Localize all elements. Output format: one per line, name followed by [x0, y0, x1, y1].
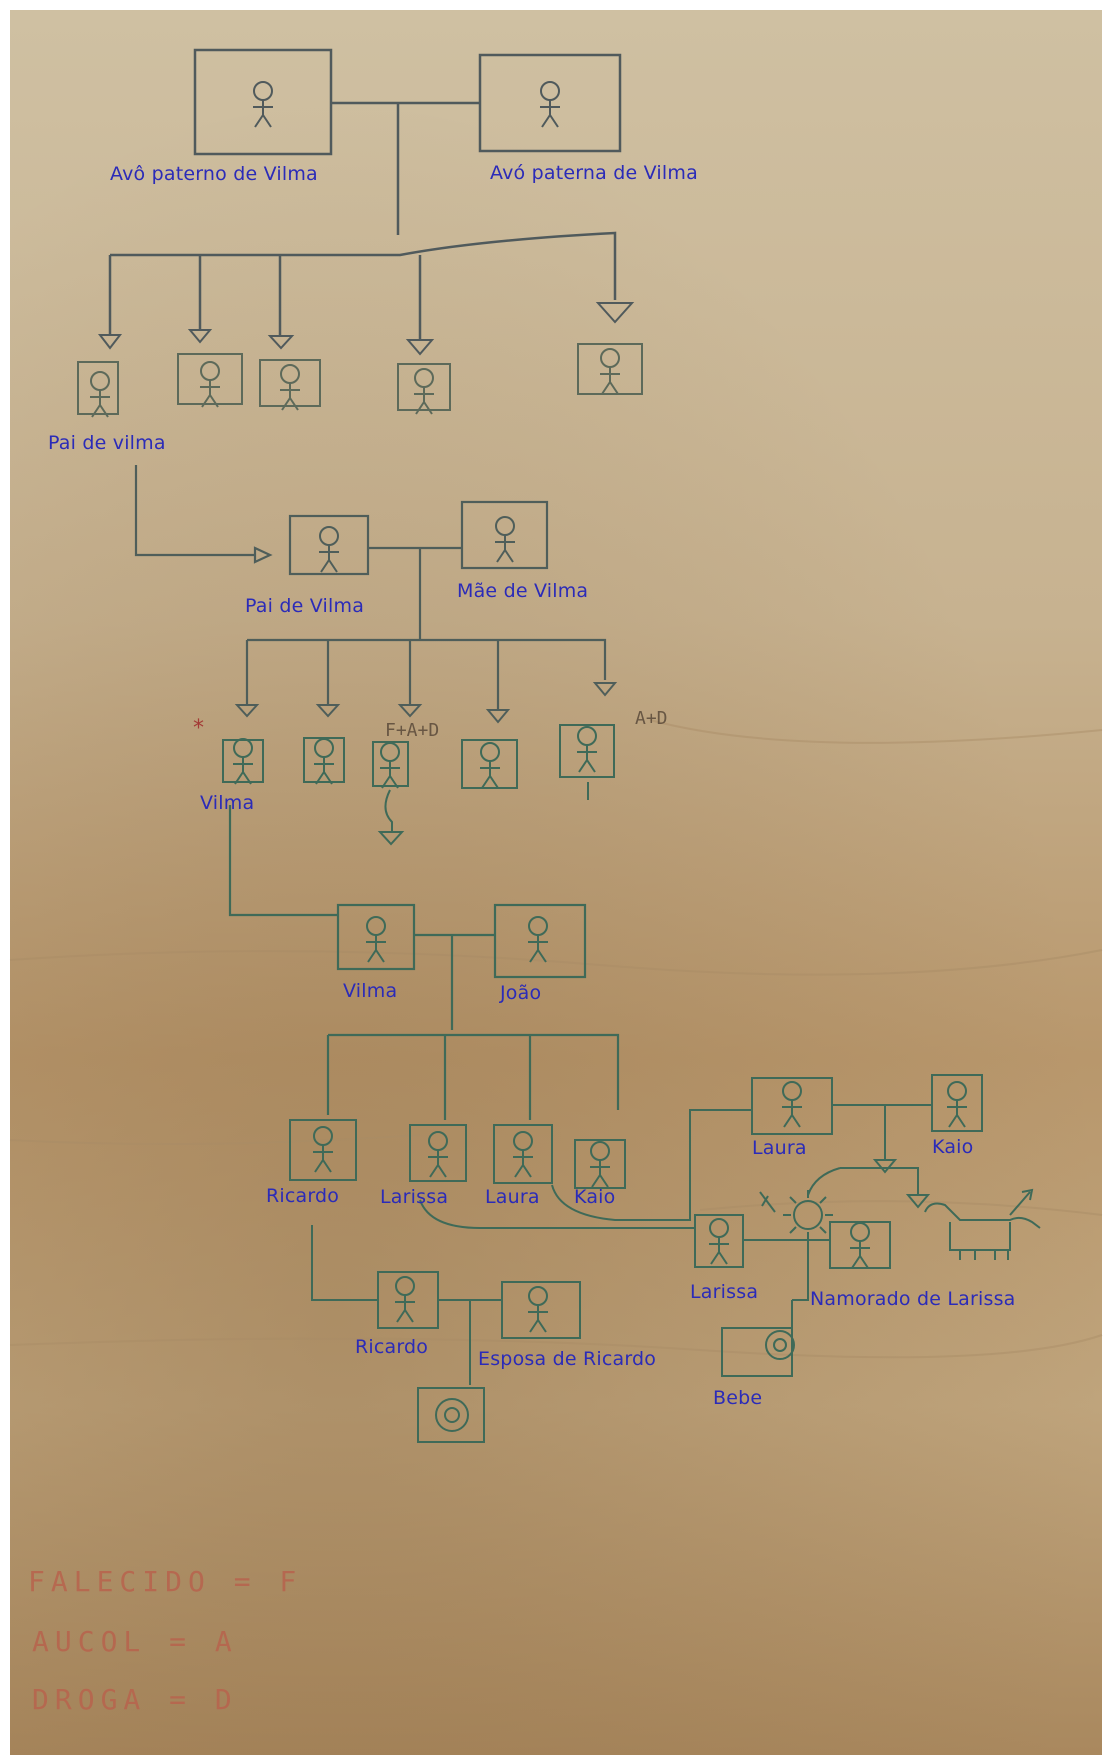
mother-box	[460, 500, 549, 570]
sibling-box	[577, 343, 643, 395]
g3-arrows	[234, 682, 618, 724]
label-ricardo: Ricardo	[355, 1336, 429, 1358]
parents	[134, 465, 607, 710]
g2-arrows	[97, 302, 635, 356]
label-laura-child: Laura	[485, 1186, 540, 1208]
label-paternal-grandfather: Avô paterno de Vilma	[110, 163, 318, 185]
label-larissa: Larissa	[690, 1281, 759, 1303]
label-laura: Laura	[752, 1137, 807, 1159]
grandparents	[108, 48, 622, 340]
laura-child-box	[493, 1124, 553, 1184]
label-father: Pai de Vilma	[245, 595, 365, 617]
deceased-star: *	[193, 716, 204, 741]
label-joao: João	[500, 982, 542, 1004]
sibling-box	[559, 724, 615, 778]
laura-kaio	[751, 1074, 1041, 1301]
vilma-box	[336, 903, 416, 971]
joao-box	[493, 903, 587, 979]
label-mother: Mãe de Vilma	[457, 580, 589, 602]
ricardo-child-box	[289, 1119, 357, 1181]
label-bebe: Bebe	[713, 1387, 763, 1409]
sibling-box	[77, 361, 119, 415]
g2-siblings	[77, 343, 643, 418]
larissa-couple	[694, 1214, 891, 1377]
label-kaio-child: Kaio	[574, 1186, 616, 1208]
label-father-small: Pai de vilma	[48, 432, 166, 454]
legend-droga: DROGA = D	[32, 1683, 238, 1716]
sibling-box	[372, 741, 409, 787]
label-ricardo-child: Ricardo	[266, 1185, 340, 1207]
mark-fad: F+A+D	[385, 720, 440, 741]
kaio-child-box	[574, 1139, 626, 1189]
label-larissa-child: Larissa	[380, 1186, 449, 1208]
ricardo-couple	[377, 1271, 581, 1443]
g4-children	[289, 1109, 752, 1301]
kaio-box	[931, 1074, 983, 1132]
g3-siblings	[222, 724, 615, 846]
sibling-box	[259, 359, 321, 407]
label-kaio: Kaio	[932, 1136, 974, 1158]
sibling-box	[177, 353, 243, 405]
larissa-child-box	[409, 1124, 467, 1182]
label-vilma: Vilma	[343, 980, 398, 1002]
label-vilma-small: Vilma	[200, 792, 255, 814]
label-namorado: Namorado de Larissa	[810, 1288, 1016, 1310]
label-esposa: Esposa de Ricardo	[478, 1348, 657, 1370]
sibling-box	[461, 739, 518, 789]
esposa-box	[501, 1281, 581, 1339]
vilma-family	[228, 805, 620, 1120]
legend-falecido: FALECIDO = F	[28, 1565, 303, 1598]
label-paternal-grandmother: Avó paterna de Vilma	[490, 162, 698, 184]
grandchild-box	[417, 1387, 485, 1443]
father-box	[288, 514, 370, 576]
sibling-box	[397, 363, 451, 411]
legend-alcool: AUCOL = A	[32, 1625, 238, 1658]
mark-ad: A+D	[635, 708, 668, 729]
